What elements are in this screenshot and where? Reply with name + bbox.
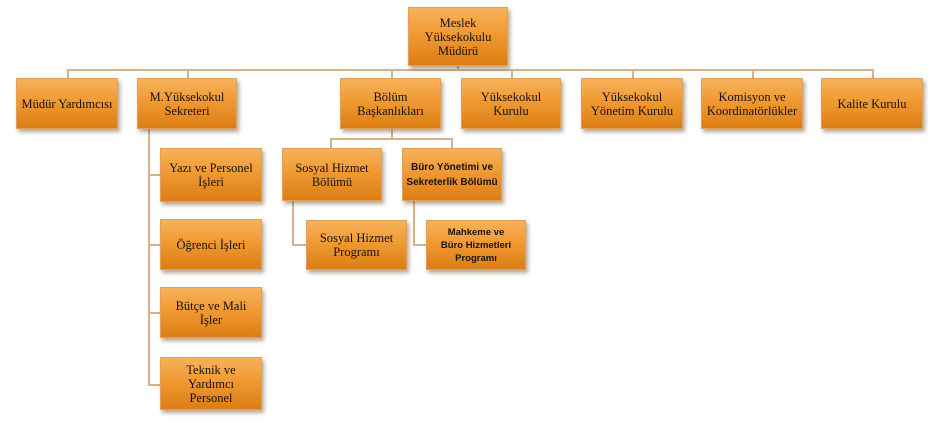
- connector: [67, 69, 69, 79]
- connector: [148, 312, 160, 314]
- connector: [413, 200, 415, 246]
- node-deputy-director: Müdür Yardımcısı: [16, 78, 118, 129]
- connector: [457, 64, 459, 70]
- connector: [632, 69, 634, 79]
- connector: [413, 244, 427, 246]
- connector: [391, 128, 393, 140]
- connector: [292, 200, 294, 246]
- node-commissions: Komisyon ve Koordinatörlükler: [701, 78, 803, 129]
- connector: [67, 69, 874, 71]
- connector: [451, 138, 453, 149]
- node-secretary: M.Yüksekokul Sekreteri: [137, 78, 237, 129]
- connector: [148, 174, 160, 176]
- connector: [292, 244, 307, 246]
- node-court-office-program: Mahkeme ve Büro Hizmetleri Programı: [426, 220, 526, 270]
- node-office-management-dept: Büro Yönetimi ve Sekreterlik Bölümü: [402, 148, 502, 201]
- connector: [148, 128, 150, 386]
- node-social-work-program: Sosyal Hizmet Programı: [306, 220, 407, 270]
- node-quality-board: Kalite Kurulu: [821, 78, 923, 129]
- node-technical-staff: Teknik ve Yardımcı Personel: [160, 357, 262, 410]
- node-school-board: Yüksekokul Kurulu: [461, 78, 561, 129]
- connector: [391, 69, 393, 79]
- connector: [752, 69, 754, 79]
- connector: [330, 138, 453, 140]
- node-director: Meslek Yüksekokulu Müdürü: [408, 7, 508, 66]
- connector: [148, 244, 160, 246]
- node-personnel-affairs: Yazı ve Personel İşleri: [160, 148, 262, 202]
- node-budget-affairs: Bütçe ve Mali İşler: [160, 287, 262, 338]
- node-student-affairs: Öğrenci İşleri: [160, 219, 262, 270]
- node-executive-board: Yüksekokul Yönetim Kurulu: [581, 78, 683, 129]
- connector: [187, 69, 189, 79]
- connector: [511, 69, 513, 79]
- connector: [330, 138, 332, 149]
- connector: [148, 384, 160, 386]
- connector: [872, 69, 874, 79]
- node-social-work-dept: Sosyal Hizmet Bölümü: [282, 148, 382, 201]
- node-department-heads: Bölüm Başkanlıkları: [340, 78, 441, 129]
